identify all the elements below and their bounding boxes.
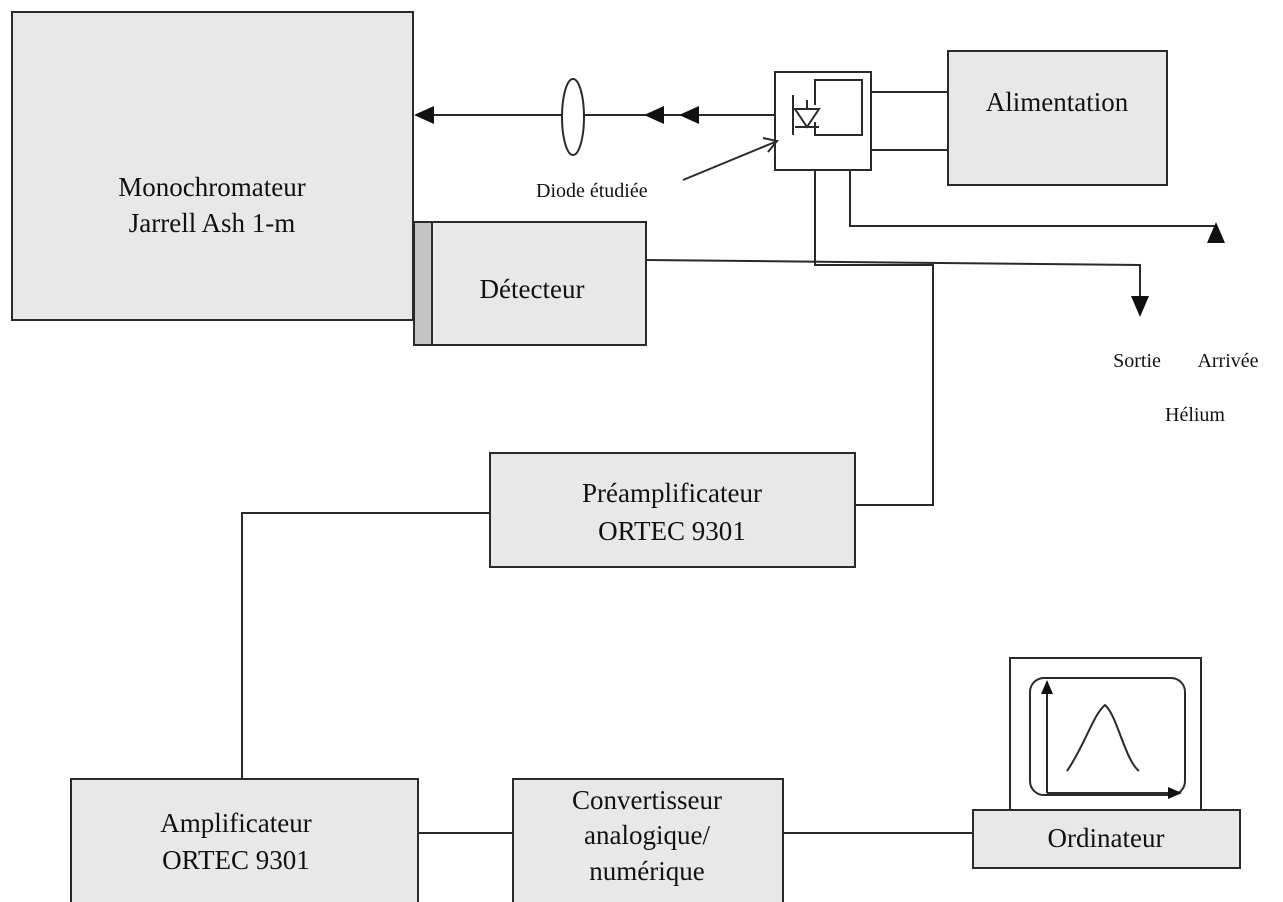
diode-cryostat: [774, 71, 872, 171]
beam-arrow-icon: [679, 106, 699, 124]
amplificateur-block: Amplificateur ORTEC 9301: [70, 778, 419, 902]
helium-lines: Sortie Arrivée Hélium: [645, 170, 1259, 426]
diode-pointer-line: [682, 141, 776, 181]
preamplificateur-label-line1: Préamplificateur: [582, 478, 762, 508]
convertisseur-block: Convertisseur analogique/ numérique: [512, 778, 784, 902]
monochromateur-box: [11, 11, 414, 321]
detecteur-window: [413, 221, 433, 346]
convertisseur-box: [512, 778, 784, 902]
optical-path: [414, 78, 775, 156]
sortie-label: Sortie: [1113, 350, 1161, 372]
preamplificateur-block: Préamplificateur ORTEC 9301: [489, 452, 856, 568]
detecteur-box: [413, 221, 647, 346]
alimentation-block: Alimentation: [871, 50, 1168, 186]
lens-icon: [561, 78, 585, 156]
helium-arrivee-arrow-icon: [1207, 222, 1225, 243]
alimentation-box: [947, 50, 1168, 186]
preamplificateur-label-line2: ORTEC 9301: [598, 516, 746, 546]
diode-pointer-arrow-icon: [762, 137, 779, 153]
amplificateur-label-line2: ORTEC 9301: [162, 845, 310, 875]
preamplificateur-box: [489, 452, 856, 568]
cryostat-box: [774, 71, 872, 171]
helium-label: Hélium: [1165, 404, 1225, 426]
alimentation-label: Alimentation: [986, 87, 1129, 117]
ordinateur-base-box: [972, 809, 1241, 869]
monochromateur-block: Monochromateur Jarrell Ash 1-m: [11, 11, 414, 321]
arrivee-label: Arrivée: [1197, 350, 1258, 372]
diode-label-group: Diode étudiée: [536, 137, 779, 202]
convertisseur-label-line3: numérique: [589, 856, 704, 886]
diode-label: Diode étudiée: [536, 180, 648, 202]
monochromateur-label-line1: Monochromateur: [118, 172, 305, 202]
helium-sortie-line: [645, 259, 1141, 297]
detecteur-block: Détecteur: [413, 221, 647, 346]
beam-arrow-icon: [644, 106, 664, 124]
convertisseur-label-line2: analogique/: [584, 820, 710, 850]
spectrum-peak-curve: [1066, 703, 1140, 772]
convertisseur-label-line1: Convertisseur: [572, 785, 722, 815]
diode-to-preamp-wire: [814, 170, 934, 506]
diode-inner-loop: [814, 79, 863, 136]
helium-sortie-arrow-icon: [1131, 296, 1149, 317]
monochromateur-label-line2: Jarrell Ash 1-m: [129, 208, 295, 238]
ordinateur-label: Ordinateur: [1048, 823, 1165, 853]
ordinateur-block: Ordinateur: [972, 657, 1241, 869]
monitor-screen: [1029, 677, 1186, 796]
amplificateur-label-line1: Amplificateur: [160, 808, 311, 838]
amplificateur-box: [70, 778, 419, 902]
preamp-to-amp-wire: [241, 512, 490, 779]
diode-icon: [793, 100, 821, 129]
beam-arrow-icon: [414, 106, 434, 124]
spectrum-plot-icon: [1041, 680, 1182, 799]
detecteur-label: Détecteur: [480, 274, 585, 304]
